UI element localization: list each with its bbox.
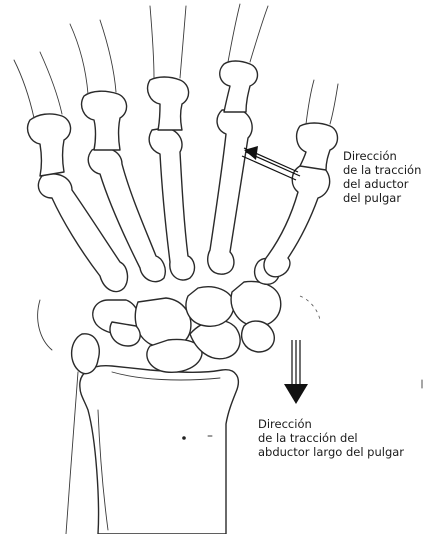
wrist-contour-left	[38, 300, 52, 350]
abductor-label: Dirección de la tracción del abductor la…	[258, 417, 404, 459]
soft-tissue-outline	[300, 296, 320, 320]
abductor-label-line-3: abductor largo del pulgar	[258, 445, 404, 459]
radius-bone	[80, 366, 239, 534]
adductor-label: Dirección de la tracción del aductor del…	[343, 149, 421, 205]
metacarpal-bones	[38, 110, 329, 292]
adductor-pull-arrow	[242, 146, 300, 180]
abductor-label-line-1: Dirección	[258, 417, 404, 431]
abductor-label-line-2: de la tracción del	[258, 431, 404, 445]
adductor-label-line-3: del aductor	[343, 177, 421, 191]
abductor-pull-arrow	[284, 340, 308, 404]
adductor-label-line-4: del pulgar	[343, 191, 421, 205]
radius-dot	[182, 436, 186, 440]
adductor-label-line-1: Dirección	[343, 149, 421, 163]
adductor-label-line-2: de la tracción	[343, 163, 421, 177]
